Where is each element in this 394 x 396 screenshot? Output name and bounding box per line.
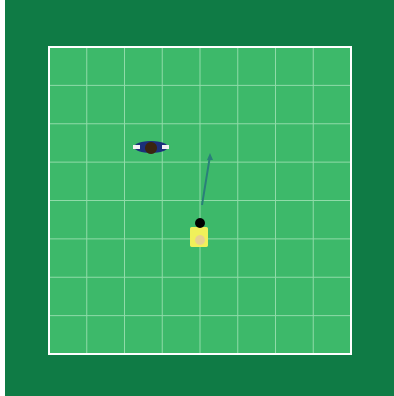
blue-player-head [145,142,157,154]
yellow-player-head [195,218,205,228]
